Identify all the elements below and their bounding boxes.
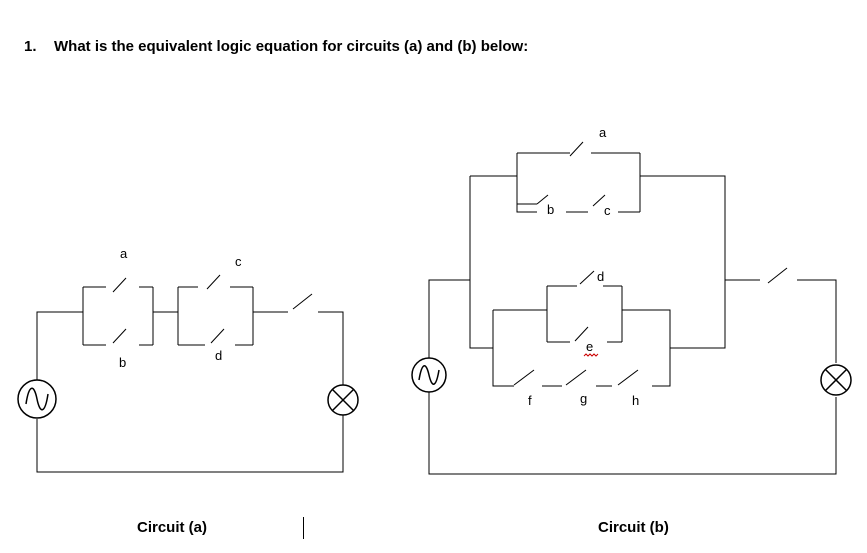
label-b-switch-d: d [597,269,604,284]
question-text: 1. What is the equivalent logic equation … [24,38,528,55]
label-b-switch-c: c [604,203,611,218]
switch-c-blade [206,274,221,290]
text-cursor [303,517,304,539]
switch-series-blade [292,293,313,310]
label-b-switch-h: h [632,393,639,408]
label-a-switch-b: b [119,355,126,370]
circuit-b-block-defgh [492,270,708,387]
circuit-a-caption: Circuit (a) [137,519,208,536]
lamp-icon [327,384,359,416]
switch-a-blade [569,141,584,157]
circuit-b-caption: Circuit (b) [598,519,669,536]
label-b-switch-g: g [580,391,587,406]
circuit-b-block-abc [516,141,641,213]
circuit-b-wire-left [428,279,470,358]
switch-h-blade [617,369,639,386]
label-b-switch-a: a [599,125,607,140]
lamp-icon [820,364,852,396]
circuit-a-wire-left [36,311,83,380]
circuit-a-wire-bottom [36,415,344,473]
question-number: 1. [24,38,37,55]
circuit-a-wire-right [318,311,344,385]
switch-b-series-blade [767,267,788,284]
spellcheck-squiggle [583,353,599,357]
label-b-switch-e: e [586,339,593,354]
switch-g-blade [565,369,587,386]
switch-e-blade [574,326,589,342]
label-b-switch-b: b [547,202,554,217]
switch-c-blade [592,194,606,207]
ac-source-icon [17,379,57,419]
label-a-switch-c: c [235,254,242,269]
ac-source-icon [411,357,447,393]
switch-d-blade [210,328,225,344]
switch-b-blade [536,194,549,205]
switch-a-blade [112,277,127,293]
circuit-a-block-ab [82,277,178,346]
switch-b-blade [112,328,127,344]
circuit-b [411,141,852,475]
label-a-switch-a: a [120,246,128,261]
question-prompt: What is the equivalent logic equation fo… [54,38,529,55]
circuit-a [17,274,359,473]
circuit-a-block-cd [177,274,313,346]
circuit-b-wire-bottom [428,392,837,475]
label-a-switch-d: d [215,348,222,363]
switch-d-blade [579,270,595,285]
switch-f-blade [513,369,535,386]
label-b-switch-f: f [528,393,532,408]
